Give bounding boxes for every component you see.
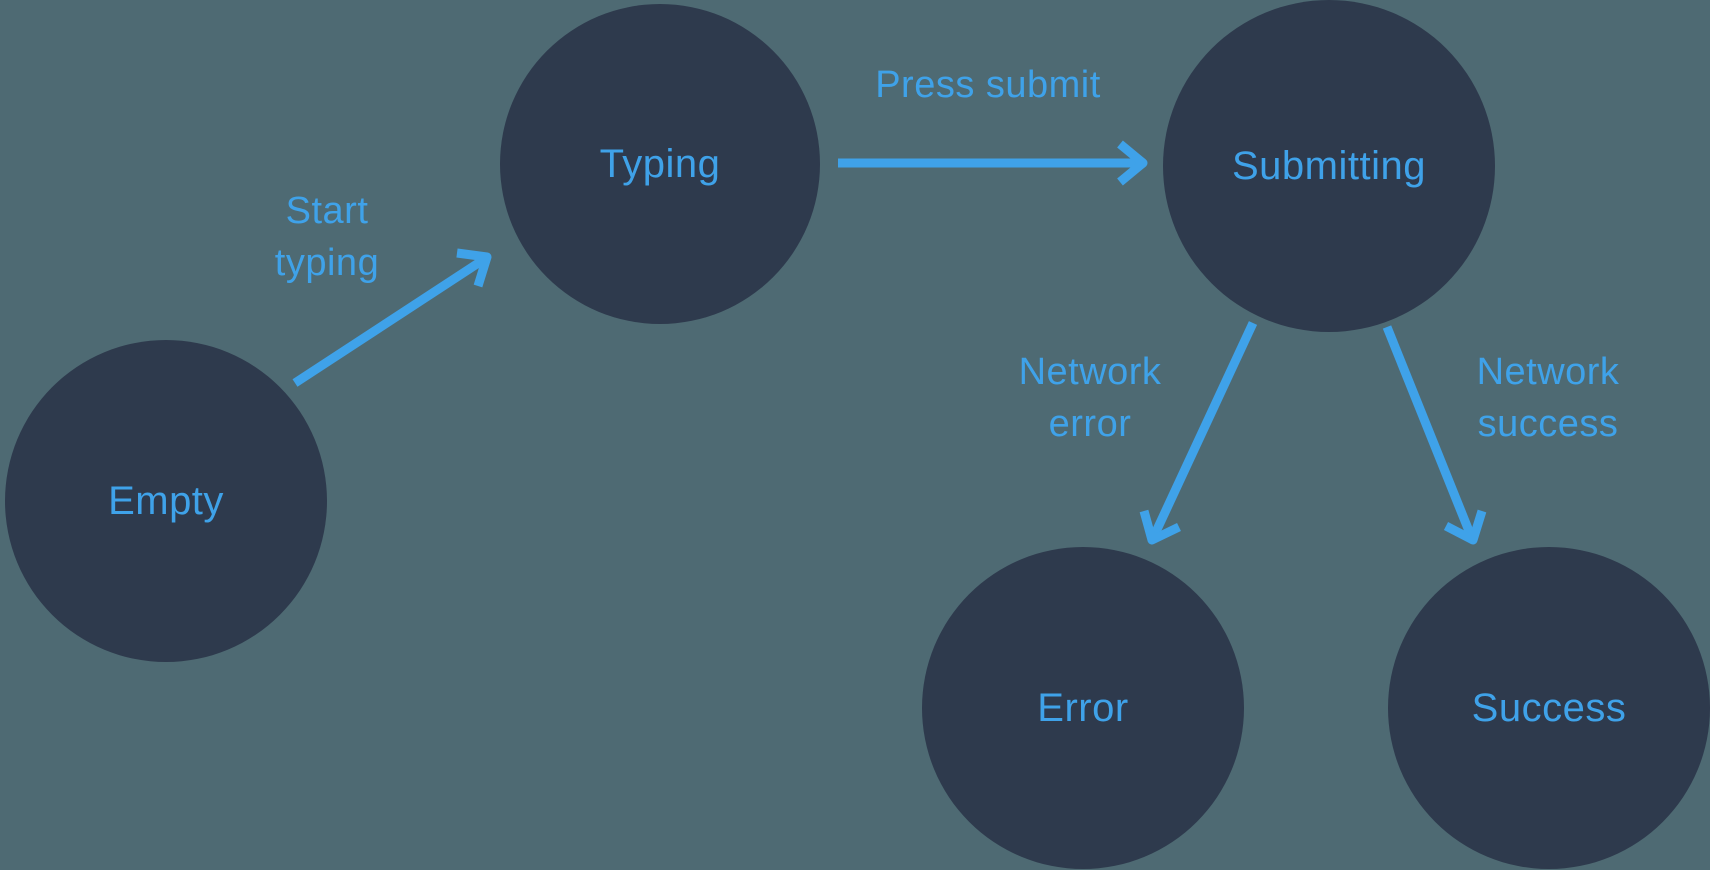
transition-label-line: success <box>1477 403 1619 445</box>
transition-label-line: error <box>1048 403 1132 445</box>
transition-label-line: Start <box>285 190 369 232</box>
state-label-empty: Empty <box>108 478 224 523</box>
transition-label-press-submit: Press submit <box>875 59 1101 111</box>
transition-label-line: Press submit <box>875 64 1101 106</box>
transition-label-start-typing: Start typing <box>275 185 379 289</box>
transition-label-line: typing <box>274 242 380 284</box>
state-label-typing: Typing <box>599 141 721 186</box>
state-label-submitting: Submitting <box>1232 143 1426 188</box>
state-node-empty: Empty <box>5 340 327 662</box>
state-node-typing: Typing <box>500 4 820 324</box>
state-label-error: Error <box>1037 685 1129 730</box>
arrow-press-submit <box>838 140 1148 186</box>
state-label-success: Success <box>1471 685 1627 730</box>
transition-label-network-success: Network success <box>1477 346 1620 450</box>
transition-label-line: Network <box>1476 351 1620 393</box>
arrow-network-success <box>1382 325 1487 545</box>
state-node-error: Error <box>922 547 1244 869</box>
state-node-success: Success <box>1388 547 1710 869</box>
transition-label-network-error: Network error <box>1019 346 1162 450</box>
state-node-submitting: Submitting <box>1163 0 1495 332</box>
transition-label-line: Network <box>1018 351 1162 393</box>
